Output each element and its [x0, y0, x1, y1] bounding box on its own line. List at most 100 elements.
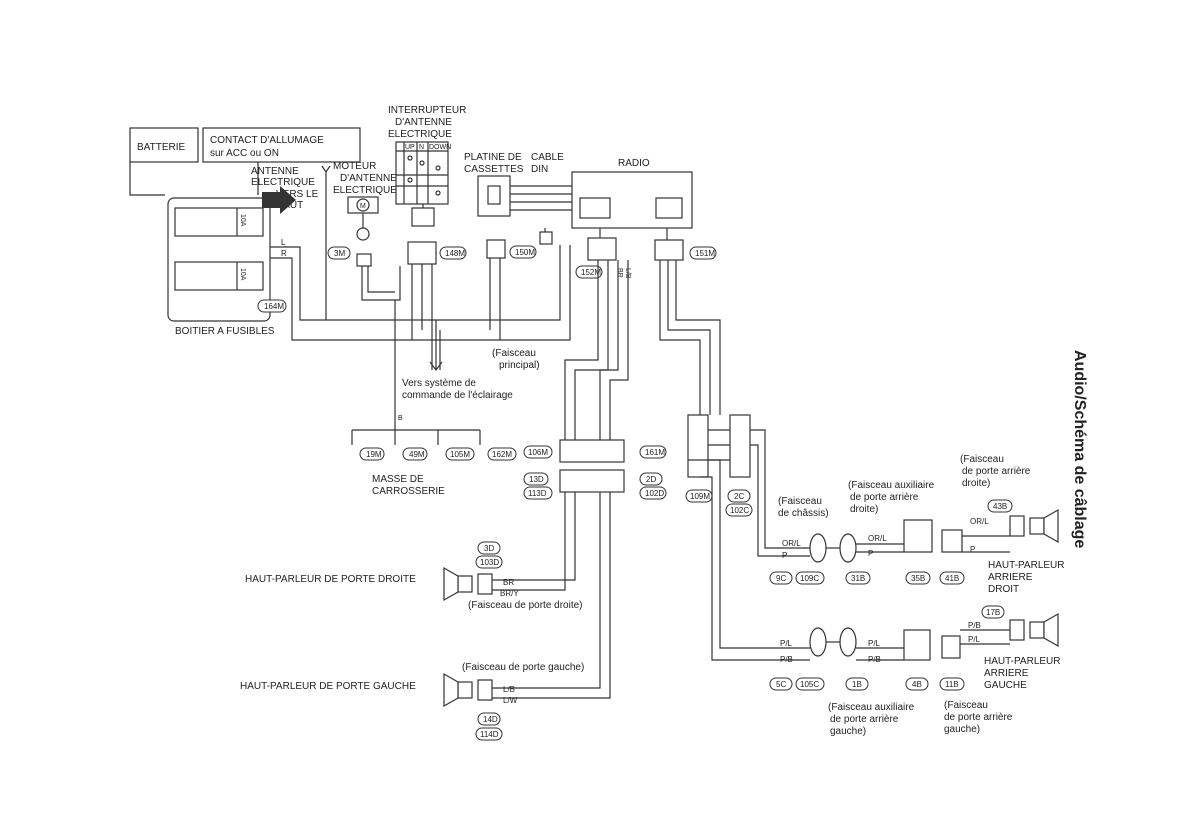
fuse-1 — [174, 207, 264, 237]
cassette-label-2: CASSETTES — [464, 164, 524, 175]
wire-label-orl-3: OR/L — [970, 517, 989, 526]
chassis-connector-left — [809, 627, 827, 657]
ignition-label-2: sur ACC ou ON — [210, 148, 279, 159]
connector-5c — [769, 677, 793, 691]
aux-rear-right-1: (Faisceau auxiliaire — [848, 480, 935, 491]
connector-13d-label: 13D — [529, 475, 544, 484]
connector-106m — [523, 445, 553, 459]
connector-3m-label: 3M — [334, 249, 345, 258]
motor-label-3: ELECTRIQUE — [333, 185, 397, 196]
connector-102c — [725, 503, 753, 517]
lighting-label-1: Vers système de — [402, 378, 476, 389]
connector-9c-label: 9C — [776, 574, 786, 583]
rear-left-door-1: (Faisceau — [944, 700, 988, 711]
connector-49m — [402, 447, 428, 461]
wire-label-br-2: BR — [503, 578, 514, 587]
connector-164m — [257, 299, 287, 313]
front-right-speaker-body — [457, 575, 473, 593]
spk-rear-right-1: HAUT-PARLEUR — [988, 560, 1065, 571]
connector-14d-label: 14D — [483, 715, 498, 724]
spk-rear-left-3: GAUCHE — [984, 680, 1027, 691]
front-right-plug — [477, 573, 493, 595]
connector-106m-label: 106M — [528, 448, 548, 457]
wire-r — [270, 245, 571, 341]
switch-label-2: D'ANTENNE — [395, 117, 452, 128]
rear-right-door-1: (Faisceau — [960, 454, 1004, 465]
connector-162m-label: 162M — [492, 450, 512, 459]
wire-label-orl-2: OR/L — [868, 534, 887, 543]
ground-label-2: CARROSSERIE — [372, 486, 445, 497]
connector-106m-block — [559, 439, 625, 463]
chassis-label-2: de châssis) — [778, 508, 829, 519]
connector-102d — [639, 486, 667, 500]
fuse-2-rating: 10A — [239, 268, 246, 281]
speaker-icon — [1043, 612, 1059, 648]
connector-102d-label: 102D — [645, 489, 664, 498]
connector-2c-block — [729, 414, 751, 478]
connector-105c-label: 105C — [800, 680, 819, 689]
ground-label-1: MASSE DE — [372, 474, 424, 485]
connector-11b-label: 11B — [945, 680, 959, 689]
connector-113d-label: 113D — [528, 489, 547, 498]
connector-162m — [487, 447, 517, 461]
spk-rear-right-2: ARRIERE — [988, 572, 1033, 583]
connector-3d-label: 3D — [484, 544, 494, 553]
rear-right-door-3: droite) — [962, 478, 990, 489]
connector-5c-label: 5C — [776, 680, 786, 689]
connector-31b-label: 31B — [851, 574, 865, 583]
radio-connector-2 — [655, 197, 683, 219]
fuse-2 — [174, 261, 264, 291]
connector-148m — [439, 246, 467, 260]
connector-9c — [769, 571, 793, 585]
aux-connector-right — [839, 533, 857, 563]
wire-label-pl-2: P/L — [868, 639, 881, 648]
connector-1b — [845, 677, 869, 691]
connector-103d-label: 103D — [480, 558, 499, 567]
harness-main-1: (Faisceau — [492, 348, 536, 359]
connector-43b — [987, 499, 1013, 513]
connector-105m-label: 105M — [450, 450, 470, 459]
wire-label-lb-2: L/B — [503, 685, 515, 694]
connector-150m-label: 150M — [515, 248, 535, 257]
rear-left-aux-block — [903, 629, 931, 661]
spk-rear-left-2: ARRIERE — [984, 668, 1029, 679]
antenna-up-1: ANTENNE — [251, 166, 299, 177]
ignition-label-1: CONTACT D'ALLUMAGE — [210, 135, 324, 146]
svg-text:M: M — [360, 203, 366, 210]
spk-front-right-label: HAUT-PARLEUR DE PORTE DROITE — [245, 574, 416, 585]
aux-rear-left-2: de porte arrière — [830, 714, 899, 725]
arrow-right-icon — [262, 186, 296, 214]
connector-161m — [639, 445, 667, 459]
connector-2d-label: 2D — [646, 475, 656, 484]
connector-103d — [475, 555, 503, 569]
switch-connector — [411, 207, 435, 227]
connector-152m-block — [587, 237, 617, 261]
motor-label-1: MOTEUR — [333, 161, 376, 172]
wire — [367, 266, 395, 293]
front-left-speaker-body — [457, 681, 473, 699]
connector-150m — [509, 245, 537, 259]
rear-right-door-block — [941, 529, 963, 553]
connector-4b-label: 4B — [912, 680, 922, 689]
wire-label-br: BR — [616, 268, 623, 278]
rear-left-door-3: gauche) — [944, 724, 980, 735]
connector-105c — [795, 677, 825, 691]
connector-109m-label: 109M — [690, 492, 710, 501]
motor-plug — [356, 253, 372, 267]
rear-left-door-2: de porte arrière — [944, 712, 1013, 723]
connector-161m-label: 161M — [645, 448, 665, 457]
speaker-icon — [1043, 508, 1059, 544]
radio-label: RADIO — [618, 158, 650, 169]
connector-102c-label: 102C — [730, 506, 749, 515]
aux-rear-right-2: de porte arrière — [850, 492, 919, 503]
connector-19m — [359, 447, 385, 461]
rear-left-plug — [1009, 619, 1025, 641]
connector-49m-label: 49M — [409, 450, 425, 459]
cassette-label-1: PLATINE DE — [464, 152, 522, 163]
spk-rear-left-1: HAUT-PARLEUR — [984, 656, 1061, 667]
switch-head-up: UP — [405, 144, 415, 151]
wire-label-l: L — [281, 238, 286, 247]
radio-plug — [539, 231, 553, 245]
connector-152m-label: 152M — [581, 268, 601, 277]
antenna-up-3: VERS LE — [276, 189, 319, 200]
